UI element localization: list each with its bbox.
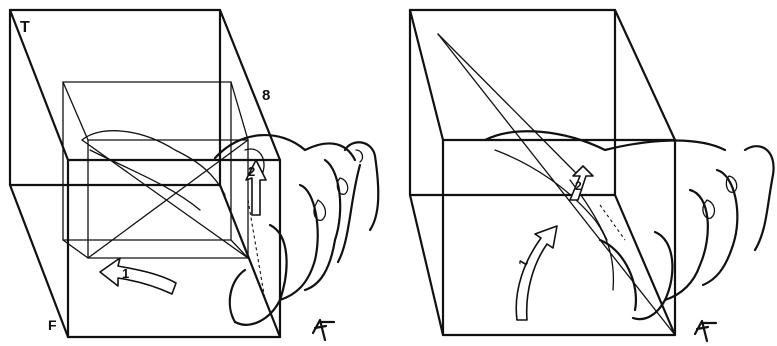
right-illustration: 1 2 — [395, 0, 777, 346]
monogram-icon — [693, 319, 718, 343]
face-label-front: F — [48, 317, 57, 333]
hand-illustration — [483, 130, 775, 321]
curved-arrow-icon — [569, 165, 594, 201]
inner-cube — [62, 81, 266, 301]
face-label-top: T — [20, 19, 30, 36]
monogram-icon — [311, 318, 336, 342]
left-drawing: T F 8 2 1 — [8, 8, 380, 342]
left-illustration: T F 8 2 1 — [8, 8, 380, 342]
curved-arrow-icon — [99, 257, 177, 295]
face-label-side: 8 — [262, 87, 270, 104]
curved-arrow-icon — [515, 225, 558, 321]
step-label-2: 2 — [575, 179, 582, 193]
right-drawing: 1 2 — [408, 8, 775, 343]
curved-arrow-icon — [245, 159, 267, 216]
step-label-1: 1 — [122, 266, 129, 281]
outer-cube — [408, 8, 677, 337]
step-label-2: 2 — [248, 164, 255, 179]
outer-cube — [8, 8, 282, 339]
